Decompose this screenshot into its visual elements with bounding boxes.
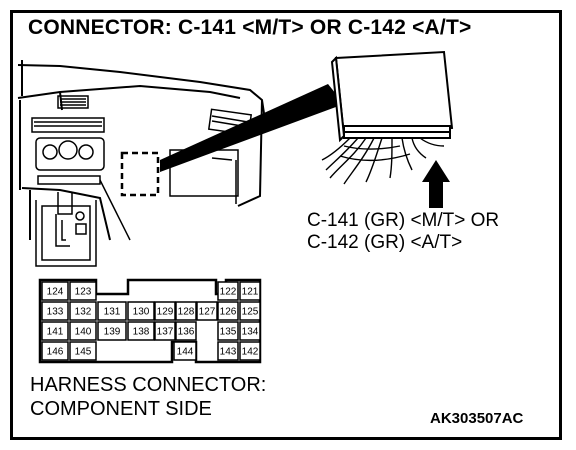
- pin-cell: [69, 321, 97, 341]
- pin-cell: [196, 301, 218, 321]
- pin-label: 133: [47, 307, 64, 318]
- pin-cell: [175, 321, 197, 341]
- pin-cell: [239, 301, 261, 321]
- pin-label: 136: [178, 327, 195, 338]
- pin-cell: [41, 341, 69, 361]
- pin-cell: [154, 301, 176, 321]
- connector-pins: 124 123 122 121 133 132 131 130 129 128 127 126 125 1…: [41, 281, 261, 361]
- ecu-module: [330, 50, 454, 143]
- callout-wedge: [160, 84, 344, 172]
- pointer-arrow: [422, 160, 450, 208]
- diagram-title: CONNECTOR: C-141 <M/T> OR C-142 <A/T>: [28, 16, 472, 39]
- pin-cell: [127, 321, 155, 341]
- pin-label: 123: [75, 287, 92, 298]
- pin-cell: [41, 281, 69, 301]
- pin-cell: [41, 321, 69, 341]
- pin-cell: [239, 341, 261, 361]
- pin-cell: [239, 281, 261, 301]
- callout-line-1: C-141 (GR) <M/T> OR: [307, 210, 500, 231]
- figure-code: AK303507AC: [430, 410, 524, 427]
- pin-label: 134: [242, 327, 259, 338]
- pin-label: 135: [220, 327, 237, 338]
- pin-cell: [217, 301, 239, 321]
- pin-cell: [69, 301, 97, 321]
- pin-cell: [217, 281, 239, 301]
- pin-label: 127: [199, 307, 216, 318]
- pin-cell: [217, 341, 239, 361]
- footer-line-1: HARNESS CONNECTOR:: [30, 374, 267, 396]
- pin-label: 124: [47, 287, 64, 298]
- pin-cell: [217, 321, 239, 341]
- callout-line-2: C-142 (GR) <A/T>: [307, 232, 463, 253]
- connector-face: [38, 278, 262, 364]
- pin-cell: [69, 341, 97, 361]
- dashboard-details: [31, 95, 253, 267]
- footer-line-2: COMPONENT SIDE: [30, 398, 212, 420]
- pin-label: 138: [133, 327, 150, 338]
- pin-label: 126: [220, 307, 237, 318]
- pin-label: 121: [242, 287, 259, 298]
- pin-label: 125: [242, 307, 259, 318]
- pin-label: 144: [177, 347, 194, 358]
- pin-label: 131: [104, 307, 121, 318]
- pin-label: 142: [242, 347, 259, 358]
- pin-label: 132: [75, 307, 92, 318]
- dashboard-outline: [17, 60, 266, 241]
- pin-cell: [175, 301, 197, 321]
- pin-cell: [69, 281, 97, 301]
- pin-label: 143: [220, 347, 237, 358]
- connector-location-marker: [120, 151, 160, 197]
- pin-label: 141: [47, 327, 64, 338]
- pin-cell: [154, 321, 176, 341]
- pin-cell: [41, 301, 69, 321]
- pin-label: 146: [47, 347, 64, 358]
- pin-label: 130: [133, 307, 150, 318]
- pin-label: 129: [157, 307, 174, 318]
- pin-label: 145: [75, 347, 92, 358]
- pin-label: 128: [178, 307, 195, 318]
- pin-label: 137: [157, 327, 174, 338]
- wire-harness: [321, 137, 445, 185]
- pin-cell: [239, 321, 261, 341]
- diagram-border: [10, 10, 562, 440]
- pin-cell: [97, 321, 127, 341]
- pin-cell: [173, 341, 197, 361]
- pin-cell: [127, 301, 155, 321]
- pin-label: 122: [220, 287, 237, 298]
- pin-label: 139: [104, 327, 121, 338]
- pin-label: 140: [75, 327, 92, 338]
- pin-cell: [97, 301, 127, 321]
